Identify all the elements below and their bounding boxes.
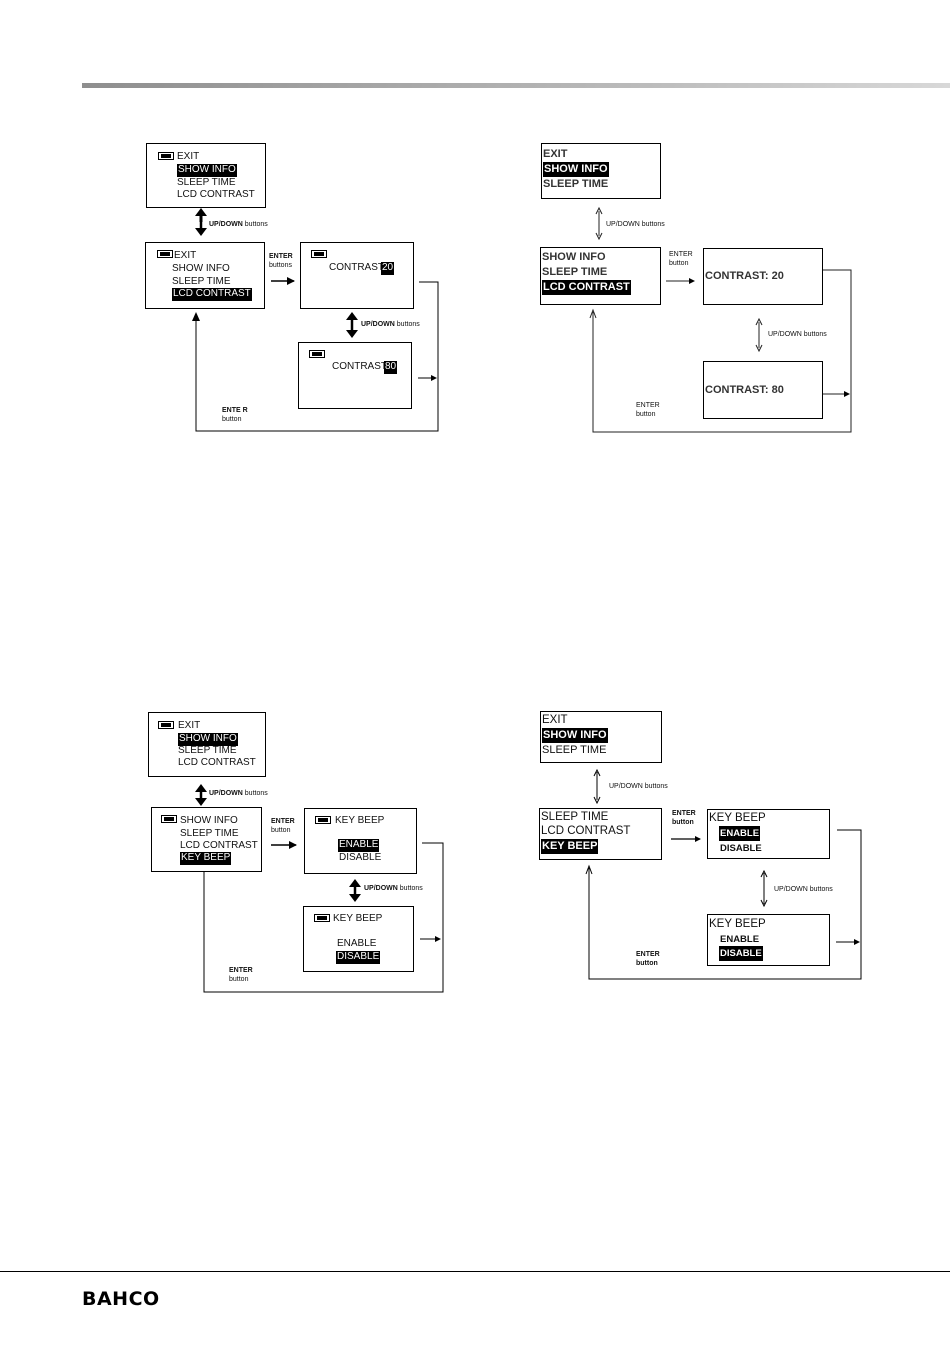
beep-title: KEY BEEP — [333, 913, 383, 924]
option-enable: ENABLE — [337, 938, 377, 949]
contrast-label: CONTRAST: — [329, 262, 386, 273]
menu-item-selected: SHOW INFO — [178, 733, 238, 746]
menu-item-selected: LCD CONTRAST — [172, 288, 252, 301]
d2l-beep-screen-b: KEY BEEP ENABLE DISABLE — [303, 906, 414, 972]
battery-icon — [158, 152, 174, 160]
menu-item: SLEEP TIME — [542, 744, 607, 756]
menu-item: EXIT — [543, 148, 568, 160]
battery-icon — [309, 350, 325, 358]
d2l-updown2-label: UP/DOWN buttons — [364, 885, 423, 892]
d1l-contrast-screen-a: CONTRAST: 20 — [300, 242, 414, 309]
menu-item: EXIT — [178, 720, 201, 731]
d2r-updown-label: UP/DOWN buttons — [609, 783, 668, 790]
d2r-beep-screen-a: KEY BEEP ENABLE DISABLE — [707, 809, 830, 859]
contrast-label: CONTRAST: 80 — [705, 384, 784, 396]
brand-logo: BAHCO — [82, 1288, 160, 1310]
d1r-mid-screen: SHOW INFO SLEEP TIME LCD CONTRAST — [540, 247, 661, 305]
menu-item: SHOW INFO — [542, 251, 606, 263]
beep-title: KEY BEEP — [709, 812, 766, 824]
menu-item: SHOW INFO — [180, 815, 238, 826]
d2r-mid-screen: SLEEP TIME LCD CONTRAST KEY BEEP — [539, 808, 662, 860]
menu-item: LCD CONTRAST — [178, 757, 256, 768]
d1l-updown2-label: UP/DOWN buttons — [361, 321, 420, 328]
menu-item: SHOW INFO — [172, 263, 230, 274]
d2l-beep-screen-a: KEY BEEP ENABLE DISABLE — [304, 808, 417, 874]
menu-item-selected: SHOW INFO — [177, 164, 237, 177]
beep-title: KEY BEEP — [709, 918, 766, 930]
header-rule — [82, 83, 950, 88]
menu-item: SLEEP TIME — [180, 828, 239, 839]
contrast-value: 20 — [381, 262, 395, 275]
menu-item: LCD CONTRAST — [180, 840, 258, 851]
d1l-updown-label: UP/DOWN buttons — [209, 221, 268, 228]
menu-item-selected: LCD CONTRAST — [542, 280, 631, 295]
battery-icon — [161, 815, 177, 823]
contrast-label: CONTRAST: 20 — [705, 270, 784, 282]
d1l-top-screen: EXIT SHOW INFO SLEEP TIME LCD CONTRAST — [146, 143, 266, 208]
menu-item: SLEEP TIME — [542, 266, 608, 278]
battery-icon — [311, 250, 327, 258]
battery-icon — [158, 721, 174, 729]
menu-item: EXIT — [542, 714, 568, 726]
menu-item-selected: KEY BEEP — [180, 852, 232, 865]
d1r-contrast-screen-a: CONTRAST: 20 — [703, 248, 823, 305]
d2l-mid-screen: SHOW INFO SLEEP TIME LCD CONTRAST KEY BE… — [151, 807, 262, 872]
menu-item: SLEEP TIME — [172, 276, 231, 287]
d2l-top-screen: EXIT SHOW INFO SLEEP TIME LCD CONTRAST — [148, 712, 266, 777]
option-enable: ENABLE — [720, 934, 760, 945]
d2r-beep-screen-b: KEY BEEP ENABLE DISABLE — [707, 914, 830, 966]
option-disable-selected: DISABLE — [719, 946, 763, 961]
battery-icon — [315, 816, 331, 824]
option-disable-selected: DISABLE — [336, 951, 381, 964]
menu-item-selected: SHOW INFO — [542, 728, 608, 743]
d1r-top-screen: EXIT SHOW INFO SLEEP TIME — [541, 143, 661, 199]
menu-item: SLEEP TIME — [541, 811, 609, 823]
menu-item-selected: SHOW INFO — [543, 162, 609, 177]
d1l-contrast-screen-b: CONTRAST: 80 — [298, 342, 412, 409]
menu-item: SLEEP TIME — [543, 178, 609, 190]
d1l-mid-screen: EXIT SHOW INFO SLEEP TIME LCD CONTRAST — [145, 242, 265, 309]
d1r-updown-label: UP/DOWN buttons — [606, 221, 665, 228]
option-enable-selected: ENABLE — [719, 826, 761, 841]
d2r-updown2-label: UP/DOWN buttons — [774, 886, 833, 893]
contrast-label: CONTRAST: — [332, 361, 389, 372]
battery-icon — [157, 250, 173, 258]
contrast-value: 80 — [384, 361, 398, 374]
option-disable: DISABLE — [339, 852, 382, 863]
menu-item-selected: KEY BEEP — [541, 839, 599, 854]
menu-item: LCD CONTRAST — [541, 825, 631, 837]
menu-item: EXIT — [174, 250, 197, 261]
menu-item: SLEEP TIME — [177, 177, 236, 188]
battery-icon — [314, 914, 330, 922]
menu-item: LCD CONTRAST — [177, 189, 255, 200]
d1r-contrast-screen-b: CONTRAST: 80 — [703, 361, 823, 419]
option-enable-selected: ENABLE — [338, 839, 380, 852]
menu-item: SLEEP TIME — [178, 745, 237, 756]
d2r-top-screen: EXIT SHOW INFO SLEEP TIME — [540, 711, 662, 763]
d1r-updown2-label: UP/DOWN buttons — [768, 331, 827, 338]
menu-item: EXIT — [177, 151, 200, 162]
footer-rule — [0, 1271, 950, 1272]
beep-title: KEY BEEP — [335, 815, 385, 826]
d2l-updown-label: UP/DOWN buttons — [209, 790, 268, 797]
option-disable: DISABLE — [720, 843, 762, 854]
